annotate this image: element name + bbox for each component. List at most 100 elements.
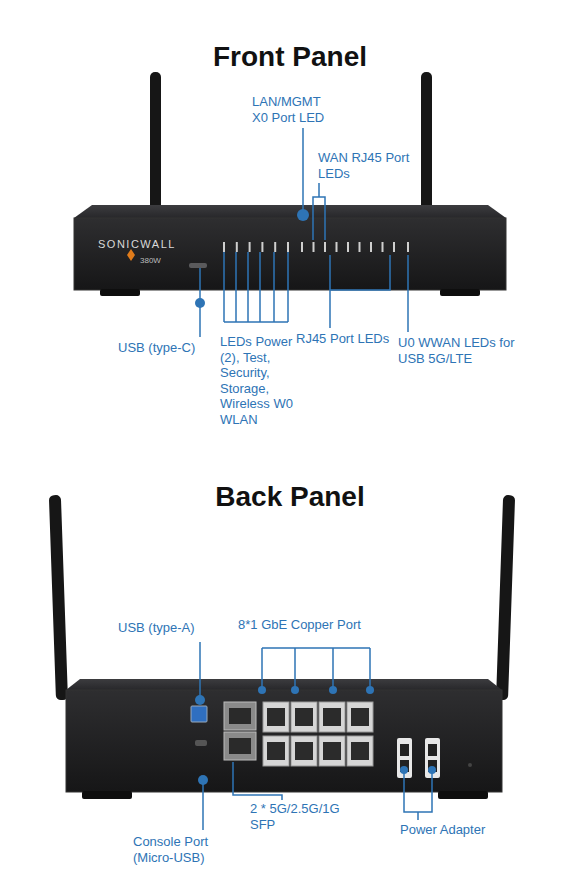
rj45-housing [347,702,373,732]
rj45-housing [291,702,317,732]
rj45-housing [263,702,289,732]
rj45-jack [267,708,285,726]
led-indicator [287,242,289,252]
rj45-housing [263,736,289,766]
power-pin [428,744,437,756]
rj45-jack [351,742,369,760]
rj45-port [347,702,373,732]
callout-label: 8*1 GbE Copper Port [238,617,418,633]
leader-bracket [404,770,432,820]
antenna [49,495,68,700]
rj45-housing [319,736,345,766]
led-indicator [359,242,361,252]
usb-c-port [189,263,207,268]
callout-label: LEDs Power (2), Test, Security, Storage,… [220,334,300,428]
callout-label: LAN/MGMT X0 Port LED [252,94,330,125]
led-indicator [382,242,384,252]
rj45-jack [323,708,341,726]
led-indicator [313,242,315,252]
power-pin [400,744,409,756]
led-indicator [249,242,251,252]
callout-label: USB (type-A) [118,620,228,636]
callout-label: U0 WWAN LEDs for USB 5G/LTE [398,335,520,366]
leader-line [202,780,204,830]
rj45-group [263,702,373,766]
sfp-cage [224,732,256,760]
led-indicator [274,242,276,252]
rj45-port [291,736,317,766]
callout-dot [400,766,408,774]
led-indicator [324,242,326,252]
leader-bracket [224,252,288,322]
led-indicator [393,242,395,252]
led-indicator [370,242,372,252]
callout-label: USB (type-C) [118,340,228,356]
brand-logo: SONICWALL [98,238,218,251]
model-name: 380W [140,256,180,266]
leader-bracket [262,648,370,690]
device-foot [440,289,480,296]
rj45-jack [351,708,369,726]
sfp-cage [224,702,256,730]
rj45-port [319,702,345,732]
callout-dot [291,686,299,694]
callout-label: Console Port (Micro-USB) [133,834,233,865]
model-badge [127,249,135,261]
antenna [150,72,161,222]
callout-dot [366,686,374,694]
callout-dot [297,209,309,221]
usb-a-port [191,706,207,722]
rj45-port [291,702,317,732]
led-indicator [261,242,263,252]
device-foot [100,289,140,296]
leader-line [302,128,304,215]
micro-usb-port [195,740,207,746]
rj45-housing [347,736,373,766]
rj45-port [263,702,289,732]
device-top [66,679,502,690]
callout-label: Power Adapter [400,822,510,838]
rj45-jack [323,742,341,760]
callout-dot [329,686,337,694]
rj45-housing [291,736,317,766]
rj45-port [263,736,289,766]
rj45-jack [267,742,285,760]
antenna [496,495,515,700]
leader-line [407,255,409,332]
led-indicator [336,242,338,252]
power-connector [425,738,440,778]
led-indicator [407,242,409,252]
led-group [223,242,409,252]
callout-dot [428,766,436,774]
sfp-slot [229,708,251,724]
led-indicator [347,242,349,252]
led-indicator [223,242,225,252]
device-foot [82,791,132,799]
callout-label: RJ45 Port LEDs [296,331,406,347]
sfp-slot [229,738,251,754]
panel-heading: Front Panel [190,40,390,74]
panel-heading: Back Panel [190,480,390,514]
led-indicator [236,242,238,252]
callout-dot [195,298,205,308]
callout-dot [258,686,266,694]
device-back-face [66,690,502,792]
callout-dot [195,695,205,705]
leader-bracket [330,255,390,328]
antenna [421,72,432,222]
callout-label: 2 * 5G/2.5G/1G SFP [250,801,350,832]
rj45-housing [319,702,345,732]
leader-bracket [313,183,325,240]
callout-label: WAN RJ45 Port LEDs [318,150,418,181]
device-foot [438,791,488,799]
callout-dot [198,775,208,785]
power-connector [397,738,412,778]
reset-hole [468,763,472,767]
leader-line [199,642,201,700]
device-top [74,205,506,218]
rj45-port [347,736,373,766]
device-front-face [74,218,506,290]
